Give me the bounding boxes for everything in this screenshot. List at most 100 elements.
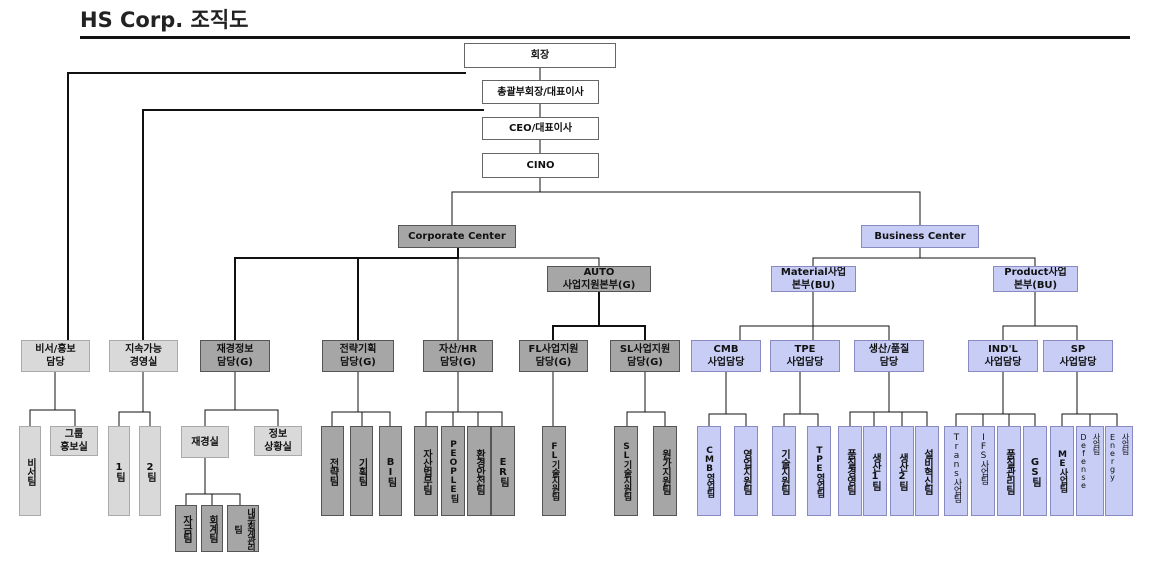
strategy-team-box: 전략팀 bbox=[321, 426, 344, 516]
sl-label-2: 담당(G) bbox=[627, 357, 663, 368]
prod2-team-label: 생산2팀 bbox=[896, 452, 908, 490]
tpe-label-1: TPE bbox=[794, 344, 816, 355]
cmb-label-2: 사업담당 bbox=[707, 357, 745, 368]
trans-team-label-1: Trans bbox=[951, 433, 962, 478]
cino-box: CINO bbox=[482, 153, 599, 178]
team2-box: 2팀 bbox=[139, 426, 161, 516]
cino-label: CINO bbox=[526, 160, 555, 171]
ceo-box: CEO/대표이사 bbox=[482, 117, 599, 140]
secretary-team-box: 비서팀 bbox=[19, 426, 41, 516]
product-division-box: Product사업 본부(BU) bbox=[993, 266, 1078, 292]
bi-team-label: BI팀 bbox=[385, 456, 396, 486]
cmb-dept-box: CMB 사업담당 bbox=[691, 340, 761, 372]
tpe-dept-box: TPE 사업담당 bbox=[770, 340, 840, 372]
sl-tech-team-label: SL기술지원팀 bbox=[621, 442, 632, 500]
sales-support-team-label: 영업지원팀 bbox=[740, 448, 752, 494]
corporate-center-box: Corporate Center bbox=[398, 225, 516, 248]
planning-team-label: 기획팀 bbox=[356, 457, 367, 485]
sustain-label-2: 경영실 bbox=[129, 357, 158, 368]
auto-division-box: AUTO 사업지원본부(G) bbox=[547, 266, 651, 292]
sl-dept-box: SL사업지원 담당(G) bbox=[610, 340, 680, 372]
sustain-dept-box: 지속가능 경영실 bbox=[109, 340, 178, 372]
quality-team-box: 품질관리팀 bbox=[997, 426, 1021, 516]
group-pr-box: 그룹 홍보실 bbox=[50, 426, 98, 456]
trans-team-box: Trans 사업팀 bbox=[944, 426, 968, 516]
energy-team-box: Energy 사업팀 bbox=[1105, 426, 1133, 516]
finance-label-1: 재경정보 bbox=[216, 344, 254, 355]
tech-support-team-label: 기술지원팀 bbox=[778, 448, 790, 494]
finance-label-2: 담당(G) bbox=[217, 357, 253, 368]
er-team-box: ER팀 bbox=[491, 426, 515, 516]
sp-dept-box: SP 사업담당 bbox=[1043, 340, 1113, 372]
sp-label-2: 사업담당 bbox=[1059, 357, 1097, 368]
business-center-label: Business Center bbox=[874, 231, 966, 242]
strategy-label-2: 담당(G) bbox=[340, 357, 376, 368]
ifs-team-label-1: IFS bbox=[978, 433, 989, 460]
fl-tech-team-label: FL기술지원팀 bbox=[549, 442, 560, 500]
defense-team-label-2: 사업팀 bbox=[1092, 433, 1101, 454]
gs-team-label: GS팀 bbox=[1029, 456, 1041, 486]
info-office-label-2: 상황실 bbox=[264, 442, 292, 453]
material-label-1: Material사업 bbox=[780, 267, 847, 278]
prod2-team-box: 생산2팀 bbox=[890, 426, 914, 516]
info-office-label-1: 정보 bbox=[268, 429, 288, 440]
sales-support-team-box: 영업지원팀 bbox=[734, 426, 758, 516]
trans-team-label-2: 사업팀 bbox=[951, 478, 962, 502]
asset-label-1: 자산/HR bbox=[438, 344, 478, 355]
strategy-label-1: 전략기획 bbox=[339, 344, 377, 355]
ifs-team-box: IFS 사업팀 bbox=[971, 426, 995, 516]
vice-chairman-label: 총괄부회장/대표이사 bbox=[497, 86, 584, 98]
energy-team-label-1: Energy bbox=[1108, 433, 1117, 481]
group-pr-label-1: 그룹 bbox=[64, 429, 84, 440]
env-team-box: 환경안전팀 bbox=[467, 426, 491, 516]
group-pr-label-2: 홍보실 bbox=[60, 442, 88, 453]
chart-title: HS Corp. 조직도 bbox=[80, 8, 249, 32]
fund-team-box: 자금팀 bbox=[175, 505, 197, 552]
account-team-label: 회계팀 bbox=[206, 515, 218, 542]
facility-team-label: 설비혁신팀 bbox=[921, 448, 933, 494]
prod-quality-dept-box: 생산/품질 담당 bbox=[854, 340, 924, 372]
corporate-center-label: Corporate Center bbox=[408, 231, 506, 242]
fund-team-label: 자금팀 bbox=[180, 515, 192, 542]
auto-label-1: AUTO bbox=[583, 267, 615, 278]
quality-team-label: 품질관리팀 bbox=[1003, 448, 1015, 494]
internal-team-label: 내부회계관리팀 bbox=[232, 507, 255, 550]
people-team-label: PEOPLE팀 bbox=[448, 440, 459, 502]
asset-label-2: 담당(G) bbox=[440, 357, 476, 368]
secretary-label-1: 비서/홍보 bbox=[35, 344, 76, 355]
asset-dept-box: 자산/HR 담당(G) bbox=[423, 340, 493, 372]
fl-label-2: 담당(G) bbox=[535, 357, 572, 368]
asset-team-box: 자산법무팀 bbox=[414, 426, 438, 516]
env-team-label: 환경안전팀 bbox=[473, 448, 485, 494]
vice-chairman-box: 총괄부회장/대표이사 bbox=[482, 80, 599, 104]
fl-tech-team-box: FL기술지원팀 bbox=[542, 426, 566, 516]
bi-team-box: BI팀 bbox=[379, 426, 402, 516]
tpe-sales-team-box: TPE영업팀 bbox=[807, 426, 831, 516]
ifs-team-label-2: 사업팀 bbox=[978, 460, 989, 484]
finance-office-box: 재경실 bbox=[181, 426, 229, 458]
prod-quality-label-2: 담당 bbox=[879, 357, 899, 368]
chairman-box: 회장 bbox=[464, 43, 616, 68]
indl-label-2: 사업담당 bbox=[984, 357, 1022, 368]
prod-quality-label-1: 생산/품질 bbox=[868, 344, 910, 355]
secretary-team-label: 비서팀 bbox=[24, 457, 36, 485]
gs-team-box: GS팀 bbox=[1023, 426, 1047, 516]
planning-team-box: 기획팀 bbox=[350, 426, 373, 516]
product-label-2: 본부(BU) bbox=[1013, 280, 1058, 291]
sl-label-1: SL사업지원 bbox=[619, 344, 671, 355]
me-team-box: ME사업팀 bbox=[1050, 426, 1074, 516]
quality-mgmt-team-label: 품질경영팀 bbox=[844, 448, 856, 494]
people-team-box: PEOPLE팀 bbox=[441, 426, 465, 516]
sp-label-1: SP bbox=[1070, 344, 1086, 355]
me-team-label: ME사업팀 bbox=[1057, 450, 1068, 492]
indl-label-1: IND'L bbox=[988, 344, 1018, 355]
asset-team-label: 자산법무팀 bbox=[420, 448, 432, 494]
team1-label: 1팀 bbox=[113, 461, 125, 481]
material-division-box: Material사업 본부(BU) bbox=[771, 266, 856, 292]
er-team-label: ER팀 bbox=[497, 456, 509, 486]
strategy-dept-box: 전략기획 담당(G) bbox=[322, 340, 394, 372]
prod1-team-label: 생산1팀 bbox=[869, 452, 881, 490]
team1-box: 1팀 bbox=[108, 426, 130, 516]
cmb-label-1: CMB bbox=[713, 344, 739, 355]
